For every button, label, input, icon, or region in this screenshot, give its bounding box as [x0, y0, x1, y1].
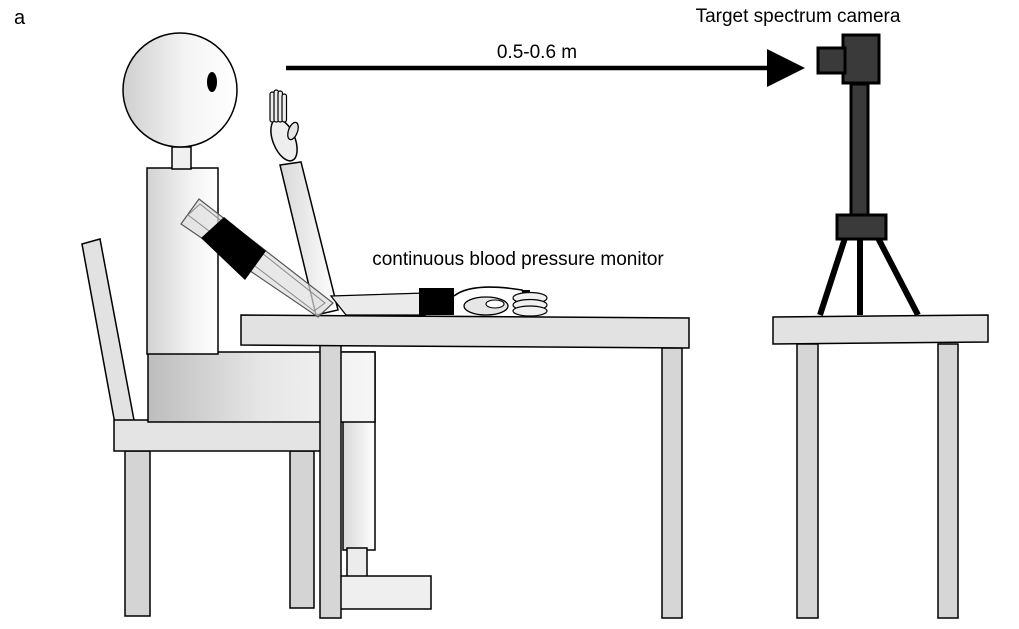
distance-arrow [286, 49, 805, 87]
bp-coil-3 [512, 305, 548, 317]
upper-arm-inner [187, 203, 326, 312]
eye [207, 72, 217, 92]
distance-arrowhead [767, 49, 805, 87]
camera-table-leg-left [796, 343, 819, 619]
desk [240, 314, 690, 619]
tripod-leg-left [817, 237, 848, 316]
person-arm [180, 198, 426, 318]
tripod-leg-right [875, 236, 921, 317]
head [122, 32, 238, 148]
camera-table [772, 314, 989, 619]
camera-table-leg-right [937, 343, 959, 619]
desk-top [240, 314, 690, 349]
chair [81, 238, 329, 617]
bp-monitor-label: continuous blood pressure monitor [372, 249, 664, 270]
bp-monitor-box [419, 288, 454, 315]
panel-label: a [14, 7, 26, 29]
arm-cuff [201, 217, 266, 280]
camera-lens [816, 46, 847, 75]
wrist [329, 292, 426, 316]
chair-backrest [81, 238, 135, 425]
neck [171, 146, 192, 170]
bp-monitor-cable [453, 286, 527, 299]
tripod-head [835, 213, 888, 241]
torso [146, 167, 219, 355]
camera-label: Target spectrum camera [696, 6, 901, 27]
forearm [279, 161, 339, 316]
raised-hand [269, 89, 299, 162]
chair-leg-front [289, 450, 315, 609]
distance-label: 0.5-0.6 m [497, 42, 577, 63]
camera-tripod [816, 33, 921, 317]
foot [338, 575, 432, 610]
tripod-pole [849, 82, 870, 218]
camera-table-top [772, 314, 989, 345]
ankle [346, 547, 368, 579]
desk-leg-left [319, 344, 342, 619]
chair-leg-back [124, 450, 151, 617]
camera-body [841, 33, 881, 85]
bp-monitor [419, 286, 548, 317]
chair-seat [113, 419, 329, 452]
desk-leg-right [661, 347, 683, 619]
